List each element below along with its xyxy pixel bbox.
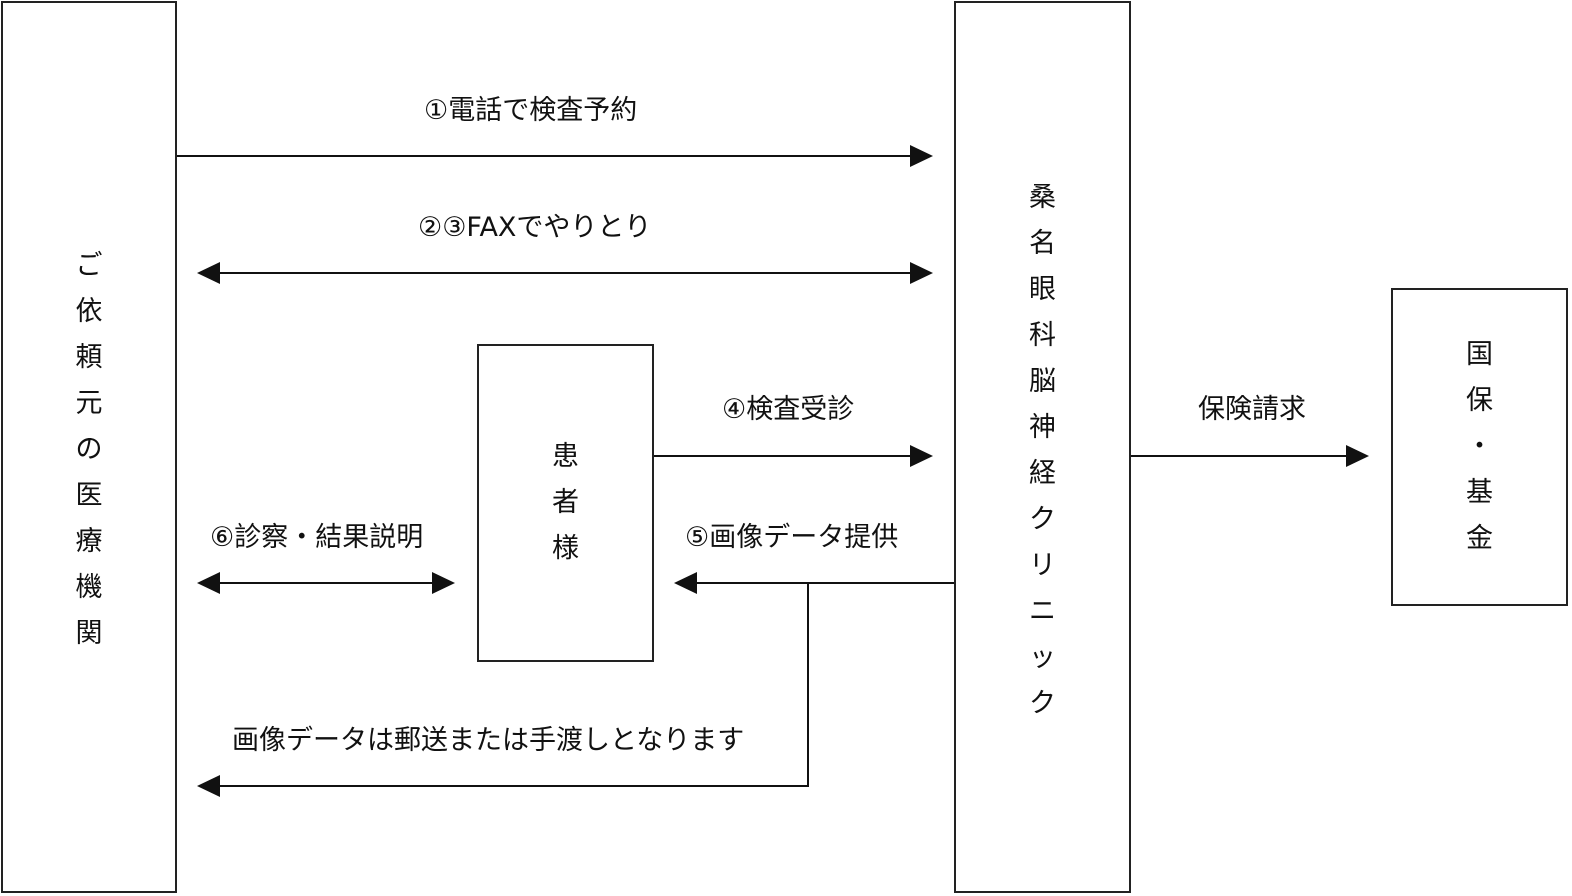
- vertical-char: の: [75, 434, 103, 465]
- vertical-char: ご: [75, 250, 103, 281]
- vertical-char: 依: [75, 296, 103, 327]
- label-phone-reservation: ①電話で検査予約: [424, 95, 638, 126]
- vertical-char: 名: [1029, 228, 1056, 259]
- referring-institution-label: ご依頼元の医療機関: [3, 243, 175, 657]
- vertical-char: 脳: [1029, 366, 1056, 397]
- patient-label: 患者様: [479, 434, 652, 572]
- vertical-char: 機: [75, 572, 103, 603]
- arrowhead-left: [674, 572, 697, 594]
- vertical-char: ク: [1029, 504, 1056, 535]
- vertical-char: 国: [1466, 339, 1493, 370]
- vertical-char: 金: [1466, 523, 1493, 554]
- clinic-label: 桑名眼科脳神経クリニック: [956, 175, 1129, 727]
- vertical-char: ク: [1029, 688, 1056, 719]
- vertical-char: 桑: [1029, 182, 1056, 213]
- vertical-char: 基: [1466, 477, 1493, 508]
- referring-institution-box: ご依頼元の医療機関: [1, 1, 177, 893]
- vertical-char: 医: [75, 480, 103, 511]
- vertical-char: ・: [1466, 431, 1493, 462]
- vertical-char: 患: [552, 441, 579, 472]
- insurer-label: 国保・基金: [1393, 332, 1566, 562]
- vertical-char: 者: [552, 487, 579, 518]
- label-image-data-provision: ⑤画像データ提供: [685, 522, 899, 553]
- label-exam-visit: ④検査受診: [722, 394, 855, 425]
- arrowhead-right: [910, 262, 933, 284]
- vertical-char: 元: [75, 388, 103, 419]
- vertical-char: リ: [1029, 550, 1056, 581]
- insurer-box: 国保・基金: [1391, 288, 1568, 606]
- clinic-box: 桑名眼科脳神経クリニック: [954, 1, 1131, 893]
- arrowhead-left: [197, 572, 220, 594]
- vertical-char: 眼: [1029, 274, 1056, 305]
- label-fax-exchange: ②③FAXでやりとり: [418, 212, 652, 243]
- vertical-char: 療: [75, 526, 103, 557]
- patient-box: 患者様: [477, 344, 654, 662]
- vertical-char: 科: [1029, 320, 1056, 351]
- arrowhead-right: [910, 145, 933, 167]
- arrowhead-right: [432, 572, 455, 594]
- arrow-image-data-provision: [220, 582, 954, 787]
- arrowhead-left: [197, 262, 220, 284]
- vertical-char: ッ: [1029, 642, 1056, 673]
- vertical-char: 神: [1029, 412, 1056, 443]
- vertical-char: 頼: [75, 342, 103, 373]
- vertical-char: 様: [552, 533, 579, 564]
- vertical-char: 経: [1029, 458, 1056, 489]
- vertical-char: 保: [1466, 385, 1493, 416]
- arrowhead-right: [1346, 445, 1369, 467]
- arrowhead-right: [910, 445, 933, 467]
- arrowhead-left: [197, 775, 220, 797]
- label-consultation: ⑥診察・結果説明: [210, 522, 424, 553]
- label-insurance-claim: 保険請求: [1198, 394, 1306, 425]
- vertical-char: ニ: [1029, 596, 1056, 627]
- vertical-char: 関: [75, 618, 103, 649]
- label-mail-or-handover: 画像データは郵送または手渡しとなります: [232, 725, 745, 756]
